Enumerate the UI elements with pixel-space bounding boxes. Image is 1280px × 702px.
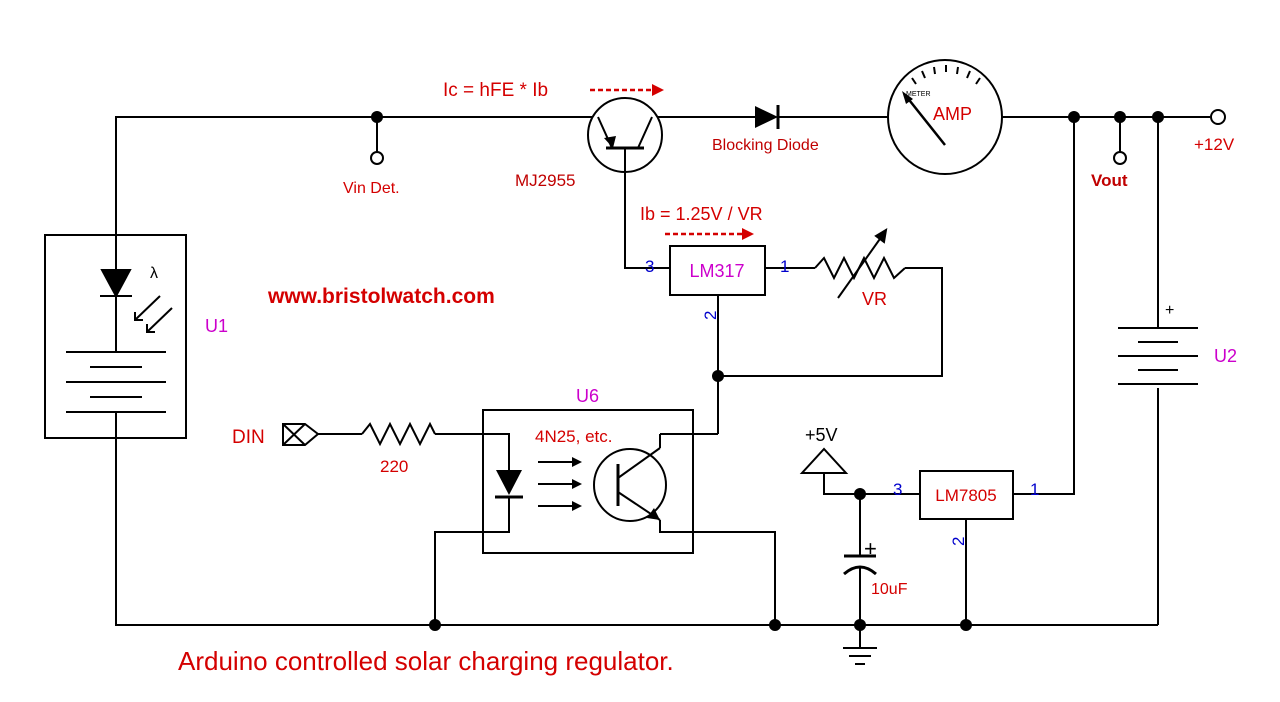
lm7805-pin1: 1 [1030,480,1039,499]
caption: Arduino controlled solar charging regula… [178,646,674,676]
junction-dots [371,111,1164,631]
lambda-symbol: λ [150,265,158,282]
plus5v-source-icon [799,447,849,474]
ic-arrow-icon [590,84,664,96]
battery-u2-icon [1118,327,1198,385]
lm7805-pin2: 2 [949,537,968,546]
ground-icon [843,647,877,665]
opto-led-icon [495,470,523,499]
lm317-pin3: 3 [645,257,654,276]
u1-label: U1 [205,316,228,336]
resistor-220-label: 220 [380,457,408,476]
battery-plus: + [1165,302,1174,319]
mj2955-label: MJ2955 [515,171,575,190]
lm317-pin1: 1 [780,257,789,276]
mj2955-transistor-icon [587,97,663,173]
u6-label: U6 [576,386,599,406]
ib-arrow-icon [665,228,754,240]
lm317-pin2: 2 [701,311,720,320]
website-label: www.bristolwatch.com [267,285,495,308]
din-label: DIN [232,427,265,448]
vout-label: Vout [1091,171,1128,190]
blocking-diode-label: Blocking Diode [712,137,819,154]
lm317-label: LM317 [689,261,744,281]
optocoupler-box [482,409,694,554]
lm317-box [669,245,766,296]
test-points [370,109,1226,165]
meter-label: METER [906,91,931,98]
optocoupler-label: 4N25, etc. [535,427,613,446]
ib-formula: Ib = 1.25V / VR [640,204,763,224]
capacitor-label: 10uF [871,581,908,598]
lm7805-box [919,470,1014,520]
din-connector-icon[interactable] [282,423,320,446]
opto-light-arrows-icon [538,457,582,511]
plus12v-label: +12V [1194,135,1235,154]
blocking-diode-icon [755,105,780,129]
meter-amp-label: AMP [933,104,972,124]
amp-meter-icon [887,59,1003,175]
capacitor-plus: + [864,536,877,561]
variable-resistor-icon [814,228,906,299]
capacitor-10uf-icon [843,545,877,576]
vr-label: VR [862,289,887,309]
resistor-220-icon [361,421,436,447]
vin-det-label: Vin Det. [343,180,400,197]
lm7805-label: LM7805 [935,486,996,505]
solar-panel-u1 [44,234,187,439]
wires [115,116,1210,648]
ic-formula: Ic = hFE * Ib [443,80,548,101]
lm7805-pin3: 3 [893,480,902,499]
opto-transistor-icon [593,434,667,522]
plus5v-label: +5V [805,425,838,445]
u2-label: U2 [1214,346,1237,366]
